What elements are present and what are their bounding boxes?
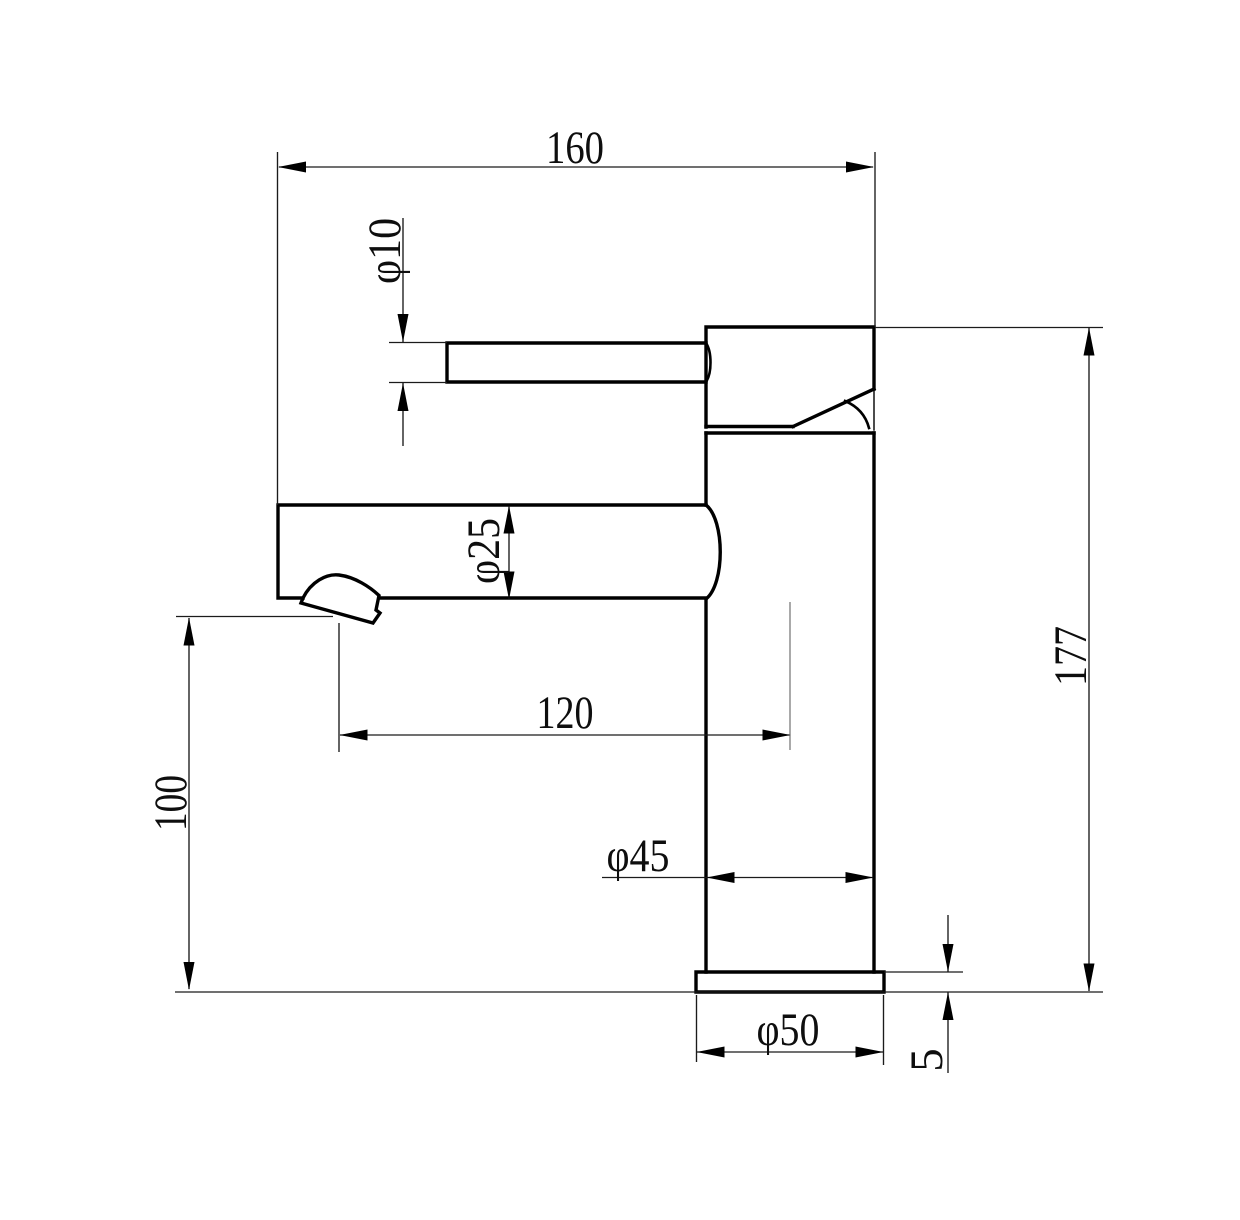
handle-housing xyxy=(704,325,876,429)
arrow-phi10-bottom xyxy=(397,383,409,411)
base-plate xyxy=(694,970,886,994)
arrow-5-top xyxy=(942,944,954,972)
dimension-arrowheads xyxy=(183,161,1095,1058)
arrow-phi50-left xyxy=(696,1046,725,1058)
dimension-labels: 160 φ10 φ25 120 100 φ45 φ50 177 5 xyxy=(145,122,1097,1072)
arrow-phi45-left xyxy=(706,872,735,883)
dimension-lines xyxy=(175,152,1103,1073)
dim-label-phi10: φ10 xyxy=(359,218,411,284)
dim-label-160: 160 xyxy=(546,122,604,174)
arrow-phi25-top xyxy=(503,505,515,534)
arrow-177-bottom xyxy=(1083,963,1095,992)
arrow-phi10-top xyxy=(397,314,409,342)
arrow-177-top xyxy=(1083,327,1095,356)
arrow-100-bottom xyxy=(183,962,195,990)
dim-label-phi45: φ45 xyxy=(607,830,670,882)
dim-phi10-extensions xyxy=(389,341,447,384)
arrow-100-top xyxy=(183,617,195,646)
arrow-5-bottom xyxy=(942,992,954,1020)
spout xyxy=(276,503,708,600)
dim-label-120: 120 xyxy=(537,687,594,739)
handle-pivot-arc xyxy=(843,399,871,430)
faucet-outline xyxy=(276,325,886,994)
handle-pivot-diagonal xyxy=(790,386,877,429)
arrow-160-right xyxy=(846,161,874,173)
arrow-120-left xyxy=(339,729,368,741)
arrow-120-right xyxy=(762,729,791,741)
arrow-phi50-right xyxy=(855,1046,884,1058)
dim-label-phi25: φ25 xyxy=(458,518,510,584)
spout-body-intersection-curve xyxy=(703,502,722,602)
dim-label-5: 5 xyxy=(901,1048,953,1072)
arrow-phi45-right xyxy=(845,872,874,883)
arrow-phi25-bottom xyxy=(503,571,515,600)
dim-label-177: 177 xyxy=(1045,626,1097,686)
dim-phi50-extensions xyxy=(695,995,885,1065)
dim-label-100: 100 xyxy=(145,775,197,831)
aerator-nozzle xyxy=(298,573,383,625)
arrow-160-left xyxy=(278,161,306,173)
dim-label-phi50: φ50 xyxy=(757,1004,820,1056)
handle-lever xyxy=(445,341,708,384)
